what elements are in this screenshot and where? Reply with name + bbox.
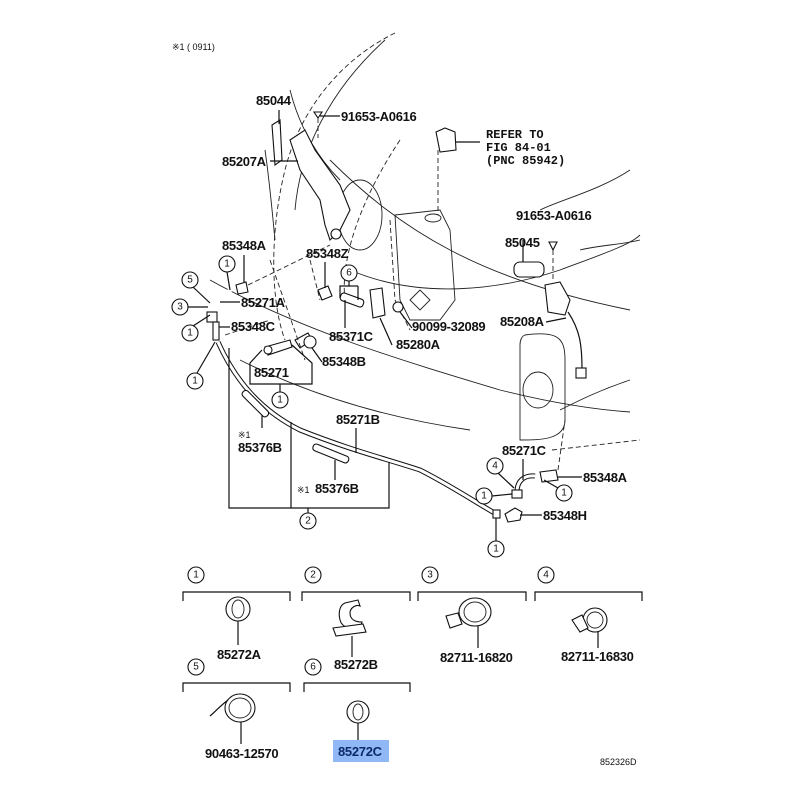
sleeve-85376B-b <box>312 443 350 464</box>
highlight-box <box>333 740 389 762</box>
marker-2: 2 <box>299 512 317 530</box>
label-85348Z: 85348Z <box>306 246 349 261</box>
hose-85271B <box>215 340 500 518</box>
legend: 1 85272A 2 85272B 3 <box>182 566 643 762</box>
label-85371C: 85371C <box>329 329 374 344</box>
mark-a: ※1 <box>238 430 251 440</box>
callouts: 85044 91653-A0616 REFER TO FIG 84-01 (PN… <box>219 93 641 523</box>
svg-text:4: 4 <box>492 461 498 472</box>
svg-text:5: 5 <box>193 662 199 673</box>
label-85376B-b: 85376B <box>315 481 359 496</box>
refer-line-1: REFER TO <box>486 128 544 142</box>
legend-part-2: 85272B <box>334 657 378 672</box>
svg-text:1: 1 <box>481 491 487 502</box>
label-85044: 85044 <box>256 93 292 108</box>
label-85280A: 85280A <box>396 337 441 352</box>
clip-85272B-icon <box>332 599 367 637</box>
marker-5: 5 <box>181 271 199 289</box>
svg-text:3: 3 <box>177 302 183 313</box>
legend-item-1: 1 85272A <box>182 566 291 662</box>
svg-text:1: 1 <box>561 488 567 499</box>
svg-text:2: 2 <box>310 570 316 581</box>
label-85207A: 85207A <box>222 154 267 169</box>
svg-text:6: 6 <box>310 662 316 673</box>
refer-line-2: FIG 84-01 <box>486 141 551 155</box>
marker-1: 1 <box>186 372 204 390</box>
marker-1: 1 <box>475 487 493 505</box>
marker-1: 1 <box>555 484 573 502</box>
marker-4: 4 <box>486 457 504 475</box>
legend-item-3: 3 82711-16820 <box>417 566 527 665</box>
legend-part-3: 82711-16820 <box>440 650 513 665</box>
label-85271A: 85271A <box>241 295 286 310</box>
legend-item-2: 2 85272B <box>301 566 411 672</box>
circle-markers: 1 5 3 1 1 1 6 2 4 1 1 1 <box>171 255 573 558</box>
nozzle-85208A <box>544 281 587 379</box>
cable-tie-90463-12570-icon <box>209 693 256 723</box>
nozzle-bracket-85207A <box>271 119 351 242</box>
joint-85348C <box>212 321 220 341</box>
label-85271C: 85271C <box>502 443 547 458</box>
label-85208A: 85208A <box>500 314 545 329</box>
label-85348H: 85348H <box>543 508 587 523</box>
label-85045: 85045 <box>505 235 540 250</box>
label-85271: 85271 <box>254 365 289 380</box>
legend-item-5: 5 90463-12570 <box>182 658 291 761</box>
svg-text:1: 1 <box>192 376 198 387</box>
svg-text:5: 5 <box>187 275 193 286</box>
legend-item-6: 6 85272C <box>303 658 411 762</box>
label-85348A-left: 85348A <box>222 238 267 253</box>
label-90099: 90099-32089 <box>412 319 485 334</box>
clip-85272A-icon <box>225 596 251 622</box>
svg-text:4: 4 <box>543 570 549 581</box>
joint-85348B <box>294 332 317 349</box>
label-85348A-right: 85348A <box>583 470 628 485</box>
marker-6: 6 <box>340 264 358 282</box>
header-note: ※1 ( 0911) <box>172 42 215 52</box>
cap-85045 <box>513 261 545 278</box>
marker-1: 1 <box>218 255 236 273</box>
svg-text:2: 2 <box>305 516 311 527</box>
svg-text:1: 1 <box>187 328 193 339</box>
hose-clamp-82711-16830-icon <box>571 607 608 633</box>
label-85271B: 85271B <box>336 412 380 427</box>
label-91653-right: 91653-A0616 <box>516 208 592 223</box>
legend-part-1: 85272A <box>217 647 262 662</box>
hose-85271A <box>206 281 249 323</box>
hose-85271 <box>263 339 293 356</box>
hose-clamp-82711-16820-icon <box>445 597 492 629</box>
label-85348C: 85348C <box>231 319 276 334</box>
clip-85272C-icon <box>346 700 370 724</box>
sleeve-85376B-a <box>241 389 270 418</box>
legend-part-6-highlighted[interactable]: 85272C <box>338 744 383 759</box>
legend-part-4: 82711-16830 <box>561 649 634 664</box>
legend-item-4: 4 82711-16830 <box>534 566 643 664</box>
svg-text:1: 1 <box>493 544 499 555</box>
svg-text:3: 3 <box>427 570 433 581</box>
mark-b: ※1 <box>297 485 310 495</box>
refer-line-3: (PNC 85942) <box>486 154 565 168</box>
marker-1: 1 <box>181 324 199 342</box>
svg-text:1: 1 <box>224 259 230 270</box>
marker-1: 1 <box>271 391 289 409</box>
clip-91653-top <box>312 111 324 138</box>
clip-91653-right <box>548 241 558 252</box>
diagram-id: 852326D <box>600 757 637 767</box>
marker-3: 3 <box>171 298 189 316</box>
label-85348B: 85348B <box>322 354 366 369</box>
pump-group <box>317 285 404 319</box>
dashed-connectors <box>224 244 566 471</box>
label-85376B-a: 85376B <box>238 440 282 455</box>
refer-part-85942 <box>435 127 480 153</box>
label-91653-top: 91653-A0616 <box>341 109 417 124</box>
svg-text:1: 1 <box>277 395 283 406</box>
svg-text:6: 6 <box>346 268 352 279</box>
legend-part-5: 90463-12570 <box>205 746 278 761</box>
marker-1: 1 <box>487 540 505 558</box>
svg-text:1: 1 <box>193 570 199 581</box>
